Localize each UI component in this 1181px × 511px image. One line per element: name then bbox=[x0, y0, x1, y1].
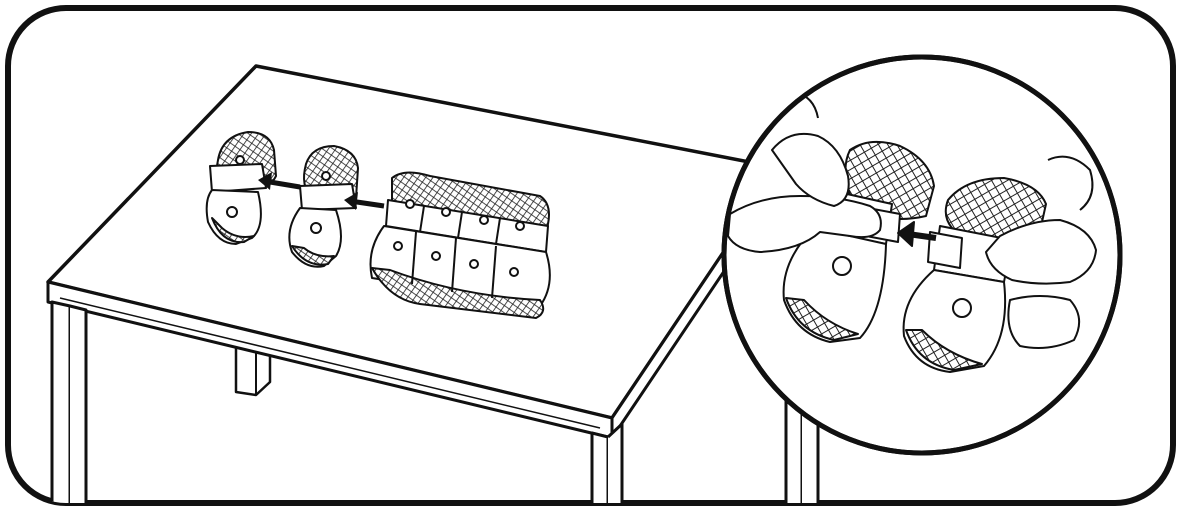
table-leg-front-right bbox=[592, 433, 608, 511]
detail-callout bbox=[724, 57, 1120, 453]
table-leg-front-left bbox=[52, 302, 70, 511]
